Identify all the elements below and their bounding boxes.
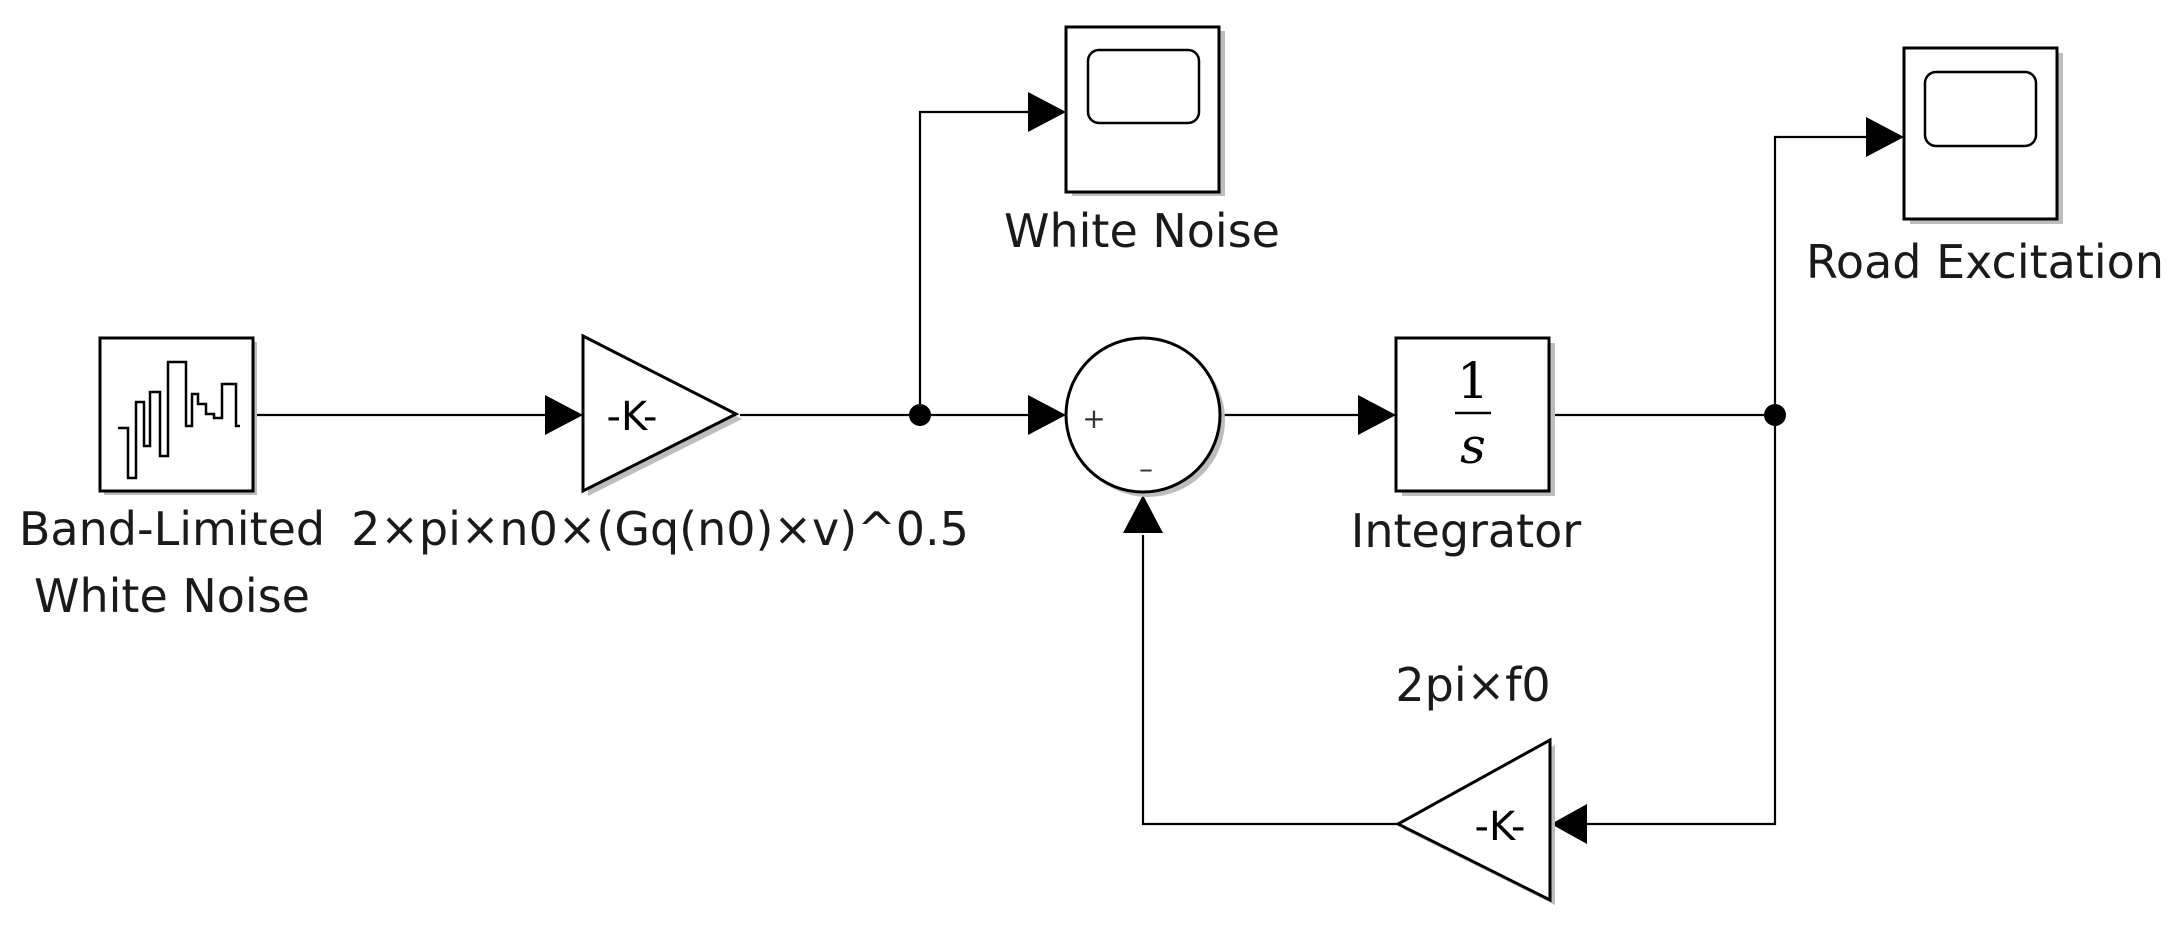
line-branch-to-scope-noise[interactable] — [918, 110, 1030, 415]
noise-waveform-icon — [118, 360, 240, 480]
branch-point-noise — [909, 404, 931, 426]
scope-screen-icon — [1923, 70, 2038, 148]
line-feedback-to-sum[interactable] — [1141, 535, 1398, 826]
signal-lines — [255, 110, 1868, 826]
line-branch-to-scope-road[interactable] — [1773, 135, 1868, 415]
arrow-into-sum-bottom — [1123, 495, 1163, 533]
integrator-numerator: 1 — [1457, 352, 1489, 410]
sum-plus-sign: + — [1082, 402, 1105, 435]
arrowheads — [545, 92, 1904, 844]
noise-source-label-line1: Band-Limited — [19, 502, 325, 556]
arrow-into-sum — [1028, 395, 1066, 435]
arrow-into-integrator — [1358, 395, 1396, 435]
scope-road-excitation-label: Road Excitation — [1806, 235, 2164, 289]
feedback-gain-block[interactable]: -K- — [1394, 737, 1555, 905]
integrator-denominator: s — [1460, 417, 1486, 475]
integrator-label: Integrator — [1351, 504, 1582, 558]
sum-block[interactable]: + – — [1064, 336, 1225, 497]
scope-white-noise-label: White Noise — [1004, 204, 1280, 258]
scope-road-excitation-block[interactable] — [1902, 46, 2063, 224]
arrow-into-gain — [545, 395, 583, 435]
integrator-block[interactable]: 1 s — [1394, 336, 1555, 496]
branch-point-road — [1764, 404, 1786, 426]
feedback-gain-label: 2pi×f0 — [1395, 658, 1550, 712]
arrow-into-feedback-gain — [1551, 804, 1587, 844]
input-gain-symbol: -K- — [607, 394, 658, 440]
input-gain-label: 2×pi×n0×(Gq(n0)×v)^0.5 — [351, 502, 969, 556]
arrow-into-scope-noise — [1028, 92, 1066, 132]
noise-source-label-line2: White Noise — [34, 569, 310, 623]
input-gain-block[interactable]: -K- — [581, 333, 742, 496]
scope-screen-icon — [1086, 48, 1201, 125]
line-branch-to-feedback[interactable] — [1585, 415, 1777, 826]
noise-source-block[interactable] — [98, 336, 257, 495]
sum-minus-sign: – — [1139, 452, 1153, 485]
scope-white-noise-block[interactable] — [1064, 25, 1225, 196]
arrow-into-scope-road — [1866, 117, 1904, 157]
feedback-gain-symbol: -K- — [1475, 804, 1526, 850]
